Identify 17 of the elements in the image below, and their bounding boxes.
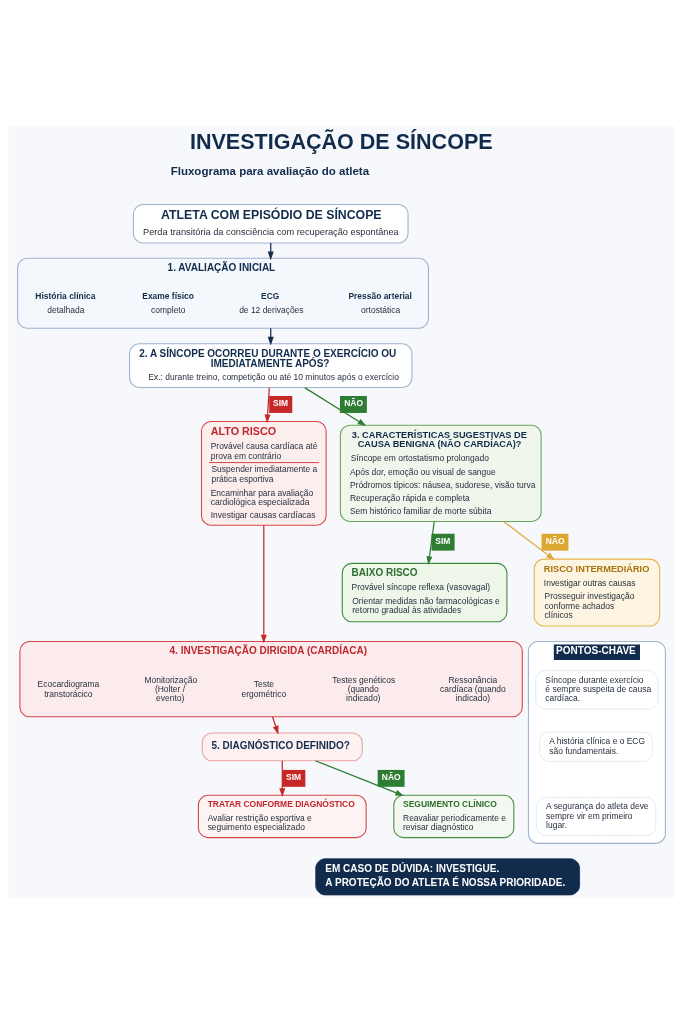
edge-label: NÃO	[381, 771, 401, 782]
edge-label: SIM	[286, 771, 302, 782]
diagram-title: INVESTIGAÇÃO DE SÍNCOPE	[189, 129, 493, 154]
edge-label: NÃO	[545, 535, 565, 546]
node-text: Exame físico completo	[142, 291, 194, 316]
node-text: Ressonância cardíaca (quando indicado)	[439, 674, 506, 704]
node-text: ECG de 12 derivações	[239, 291, 304, 316]
node-text: Ecocardiograma transtorácico	[37, 679, 100, 699]
node-text: Pressão arterial ortostática	[348, 291, 412, 316]
label: Fluxograma para avaliação do atleta	[170, 164, 370, 177]
node-text: Teste ergométrico	[241, 679, 287, 699]
edge-label: NÃO	[344, 397, 363, 408]
edge-label: SIM	[435, 535, 451, 546]
node-text: Monitorização (Holter / evento)	[144, 674, 198, 704]
edge-label: SIM	[273, 397, 289, 408]
node-text: Testes genéticos (quando indicado)	[332, 674, 396, 704]
node-text: História clínica detalhada	[35, 291, 96, 316]
